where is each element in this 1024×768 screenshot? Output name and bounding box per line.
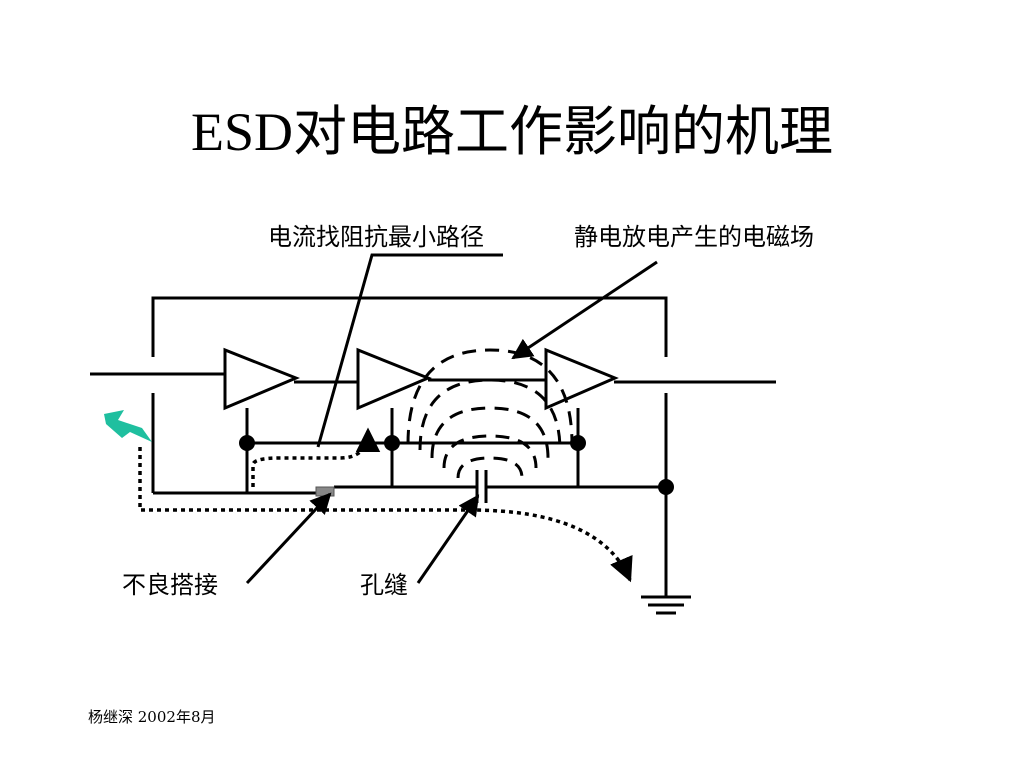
amplifier-2: [356, 347, 432, 411]
signal-lines: [90, 372, 776, 384]
ground-bus: [245, 408, 580, 493]
slide-title: ESD对电路工作影响的机理: [190, 102, 833, 162]
esd-current-path: [138, 427, 633, 583]
leader-lines: [245, 253, 658, 585]
junction-dots: [239, 435, 674, 495]
label-bad-contact: 不良搭接: [122, 571, 218, 599]
ground-symbol: [641, 595, 691, 615]
label-em-field: 静电放电产生的电磁场: [574, 223, 814, 251]
label-gap: 孔缝: [360, 571, 408, 599]
bad-contact-block: [315, 486, 335, 497]
em-field-arcs: [406, 348, 574, 479]
shield-enclosure: [151, 296, 668, 597]
esd-lightning-icon: [104, 410, 152, 442]
footer-author-date: 杨继深 2002年8月: [88, 708, 216, 726]
amplifier-1: [223, 347, 300, 411]
label-current-path: 电流找阻抗最小路径: [268, 223, 484, 251]
